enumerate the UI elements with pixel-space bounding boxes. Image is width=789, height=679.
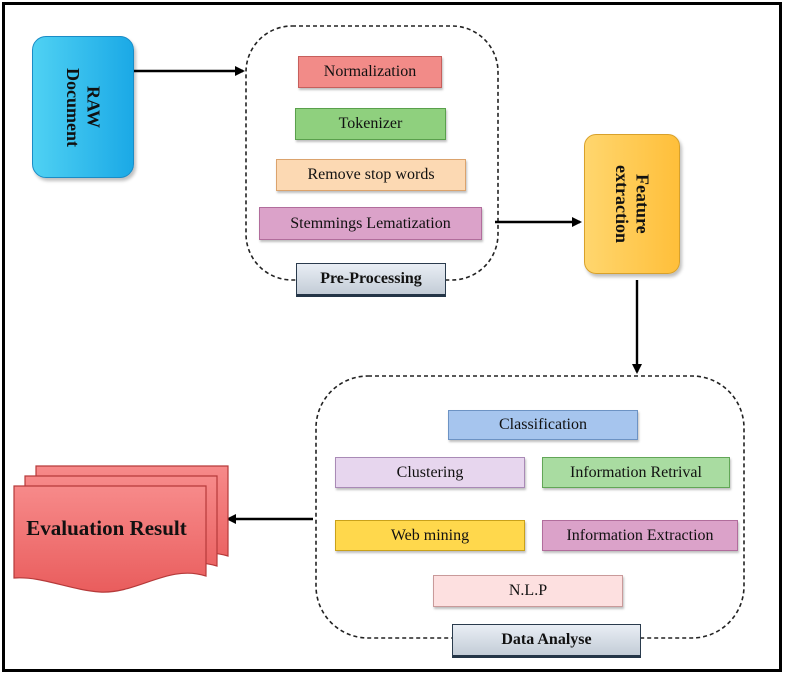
nlp-method: N.L.P xyxy=(433,575,623,607)
diagram-frame xyxy=(2,2,782,672)
remove-stop-words-step: Remove stop words xyxy=(276,159,466,191)
evaluation-document-stack xyxy=(13,465,229,593)
tokenizer-step: Tokenizer xyxy=(295,108,446,140)
feature-extraction-node: Feature extraction xyxy=(584,134,680,274)
information-retrival-method: Information Retrival xyxy=(542,457,730,488)
classification-method: Classification xyxy=(448,410,638,440)
feature-extraction-label: Feature extraction xyxy=(612,165,653,243)
information-extraction-method: Information Extraction xyxy=(542,520,738,551)
stemming-lematization-step: Stemmings Lematization xyxy=(259,207,482,240)
web-mining-method: Web mining xyxy=(335,520,525,551)
clustering-method: Clustering xyxy=(335,457,525,488)
preprocessing-label: Pre-Processing xyxy=(296,263,446,297)
raw-document-node: RAW Document xyxy=(32,36,134,178)
raw-document-label: RAW Document xyxy=(63,67,104,147)
normalization-step: Normalization xyxy=(298,56,442,88)
data-analyse-label: Data Analyse xyxy=(452,624,641,658)
evaluation-result-label: Evaluation Result xyxy=(26,515,187,540)
